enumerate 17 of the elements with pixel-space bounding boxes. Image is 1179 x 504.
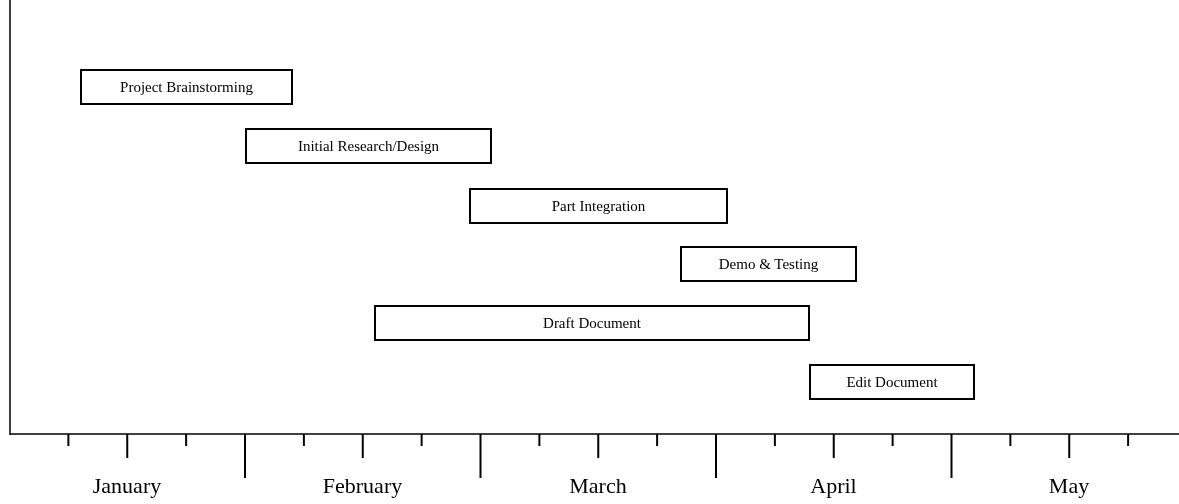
- task-name: Edit Document: [846, 373, 938, 391]
- task-name: Initial Research/Design: [297, 137, 440, 155]
- month-label: February: [322, 472, 403, 500]
- month-label: April: [810, 472, 857, 500]
- task-bar: [80, 69, 293, 105]
- task-bar: [469, 188, 728, 224]
- task-name: Demo & Testing: [718, 255, 819, 273]
- task-name: Part Integration: [551, 197, 646, 215]
- task-name: Draft Document: [543, 314, 641, 332]
- month-label: May: [1048, 472, 1090, 500]
- task-bar: [374, 305, 810, 341]
- task-bar: [245, 128, 492, 164]
- month-label: March: [569, 472, 627, 500]
- month-label: January: [92, 472, 162, 500]
- task-bar: [680, 246, 857, 282]
- task-bar: [809, 364, 975, 400]
- task-name: Project Brainstorming: [120, 78, 253, 96]
